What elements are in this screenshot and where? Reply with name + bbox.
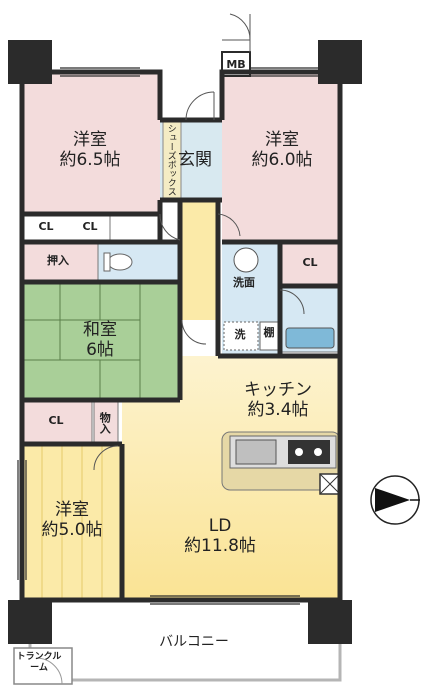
ld-label: LD 約11.8帖: [160, 516, 280, 557]
room-size: 約6.5帖: [59, 150, 121, 171]
flooring-lines-c: [41, 446, 103, 600]
washer-space: [223, 321, 259, 351]
hallway: [180, 200, 218, 320]
oshiire-label: 押入: [47, 254, 69, 267]
room-size: 約3.4帖: [247, 400, 309, 421]
bathtub: [285, 327, 335, 349]
entrance-label: 玄関: [178, 150, 212, 170]
room-size: 6帖: [86, 340, 114, 361]
north-arrow-icon: [370, 475, 420, 525]
balcony-area: [28, 598, 342, 682]
toilet-tank: [103, 252, 111, 272]
western-room-b: [222, 72, 340, 242]
room-name: 和室: [83, 320, 117, 340]
western-room-a-label: 洋室 約6.5帖: [40, 130, 140, 171]
trunk-door-swing: [35, 657, 63, 685]
japanese-room-label: 和室 6帖: [50, 320, 150, 361]
columns: [8, 40, 362, 644]
stove: [288, 440, 330, 464]
burner-left: [295, 448, 303, 456]
mono-label: 物入: [98, 412, 112, 434]
room-name: 洋室: [73, 130, 107, 150]
balcony-label: バルコニー: [159, 634, 229, 650]
trunk-room-label: トランクルーム: [16, 652, 62, 673]
room-name: LD: [208, 516, 232, 536]
mono-closet: [93, 401, 119, 445]
washbasin: [233, 247, 259, 273]
windows: [17, 67, 330, 605]
trunk-room: [13, 647, 73, 685]
western-room-c-label: 洋室 約5.0帖: [22, 500, 122, 541]
meter-box-label: MB: [226, 58, 246, 71]
closet-a2-label: CL: [82, 220, 98, 233]
room-name: 洋室: [265, 130, 299, 150]
burner-right: [314, 448, 322, 456]
kitchen-label: キッチン 約3.4帖: [218, 380, 338, 421]
washer-label: 洗: [234, 328, 246, 341]
closet-c: [21, 401, 93, 445]
western-room-a: [22, 72, 160, 214]
closet-a1-label: CL: [38, 220, 54, 233]
western-room-b-label: 洋室 約6.0帖: [232, 130, 332, 171]
toilet-fixture: [107, 253, 133, 271]
kitchen-sink: [235, 439, 277, 465]
room-name: 洋室: [55, 500, 89, 520]
door-swings: [93, 13, 305, 471]
shelf-label: 棚: [263, 326, 275, 339]
closet-c-label: CL: [48, 414, 64, 427]
washroom-label: 洗面: [233, 276, 255, 289]
room-name: キッチン: [244, 380, 312, 400]
walls: [19, 69, 343, 603]
western-room-c: [22, 446, 122, 600]
shoe-box-label: シューズボックス: [165, 124, 176, 196]
room-size: 約11.8帖: [184, 536, 256, 557]
closet-b-label: CL: [302, 256, 318, 269]
room-size: 約5.0帖: [41, 520, 103, 541]
tatami-lines: [22, 282, 141, 400]
room-size: 約6.0帖: [251, 150, 313, 171]
